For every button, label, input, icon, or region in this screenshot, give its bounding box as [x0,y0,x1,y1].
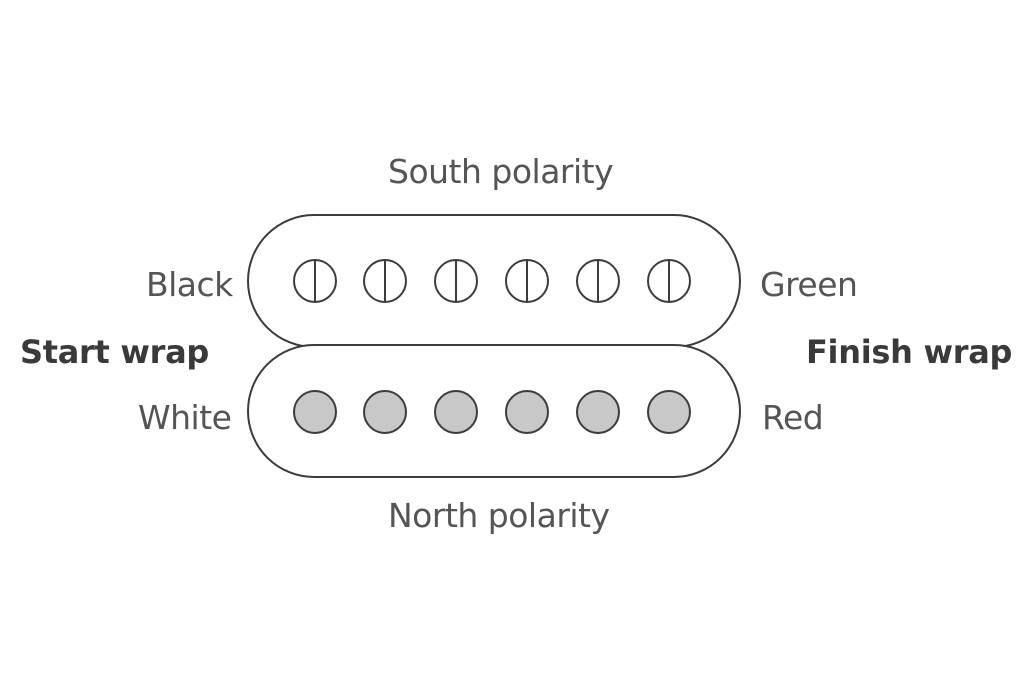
south-pole-2 [363,259,407,303]
north-pole-circle [293,390,337,434]
start-wrap-label: Start wrap [20,333,210,371]
south-pole-5 [576,259,620,303]
red-wire-label: Red [762,398,824,437]
north-pole-6 [647,390,691,434]
north-pole-row [293,390,691,434]
north-pole-circle [434,390,478,434]
north-pole-5 [576,390,620,434]
south-polarity-label: South polarity [388,152,614,191]
south-pole-4 [505,259,549,303]
finish-wrap-label: Finish wrap [806,333,1013,371]
north-pole-2 [363,390,407,434]
north-pole-circle [363,390,407,434]
north-coil-outline [247,344,741,478]
south-coil [247,214,741,348]
north-pole-4 [505,390,549,434]
south-pole-3 [434,259,478,303]
white-wire-label: White [138,398,232,437]
south-pole-1 [293,259,337,303]
north-pole-circle [505,390,549,434]
green-wire-label: Green [760,265,858,304]
north-pole-3 [434,390,478,434]
north-polarity-label: North polarity [388,496,610,535]
black-wire-label: Black [146,265,233,304]
north-pole-1 [293,390,337,434]
north-coil [247,344,741,478]
north-pole-circle [647,390,691,434]
south-pole-6 [647,259,691,303]
south-pole-row [293,259,691,303]
north-pole-circle [576,390,620,434]
